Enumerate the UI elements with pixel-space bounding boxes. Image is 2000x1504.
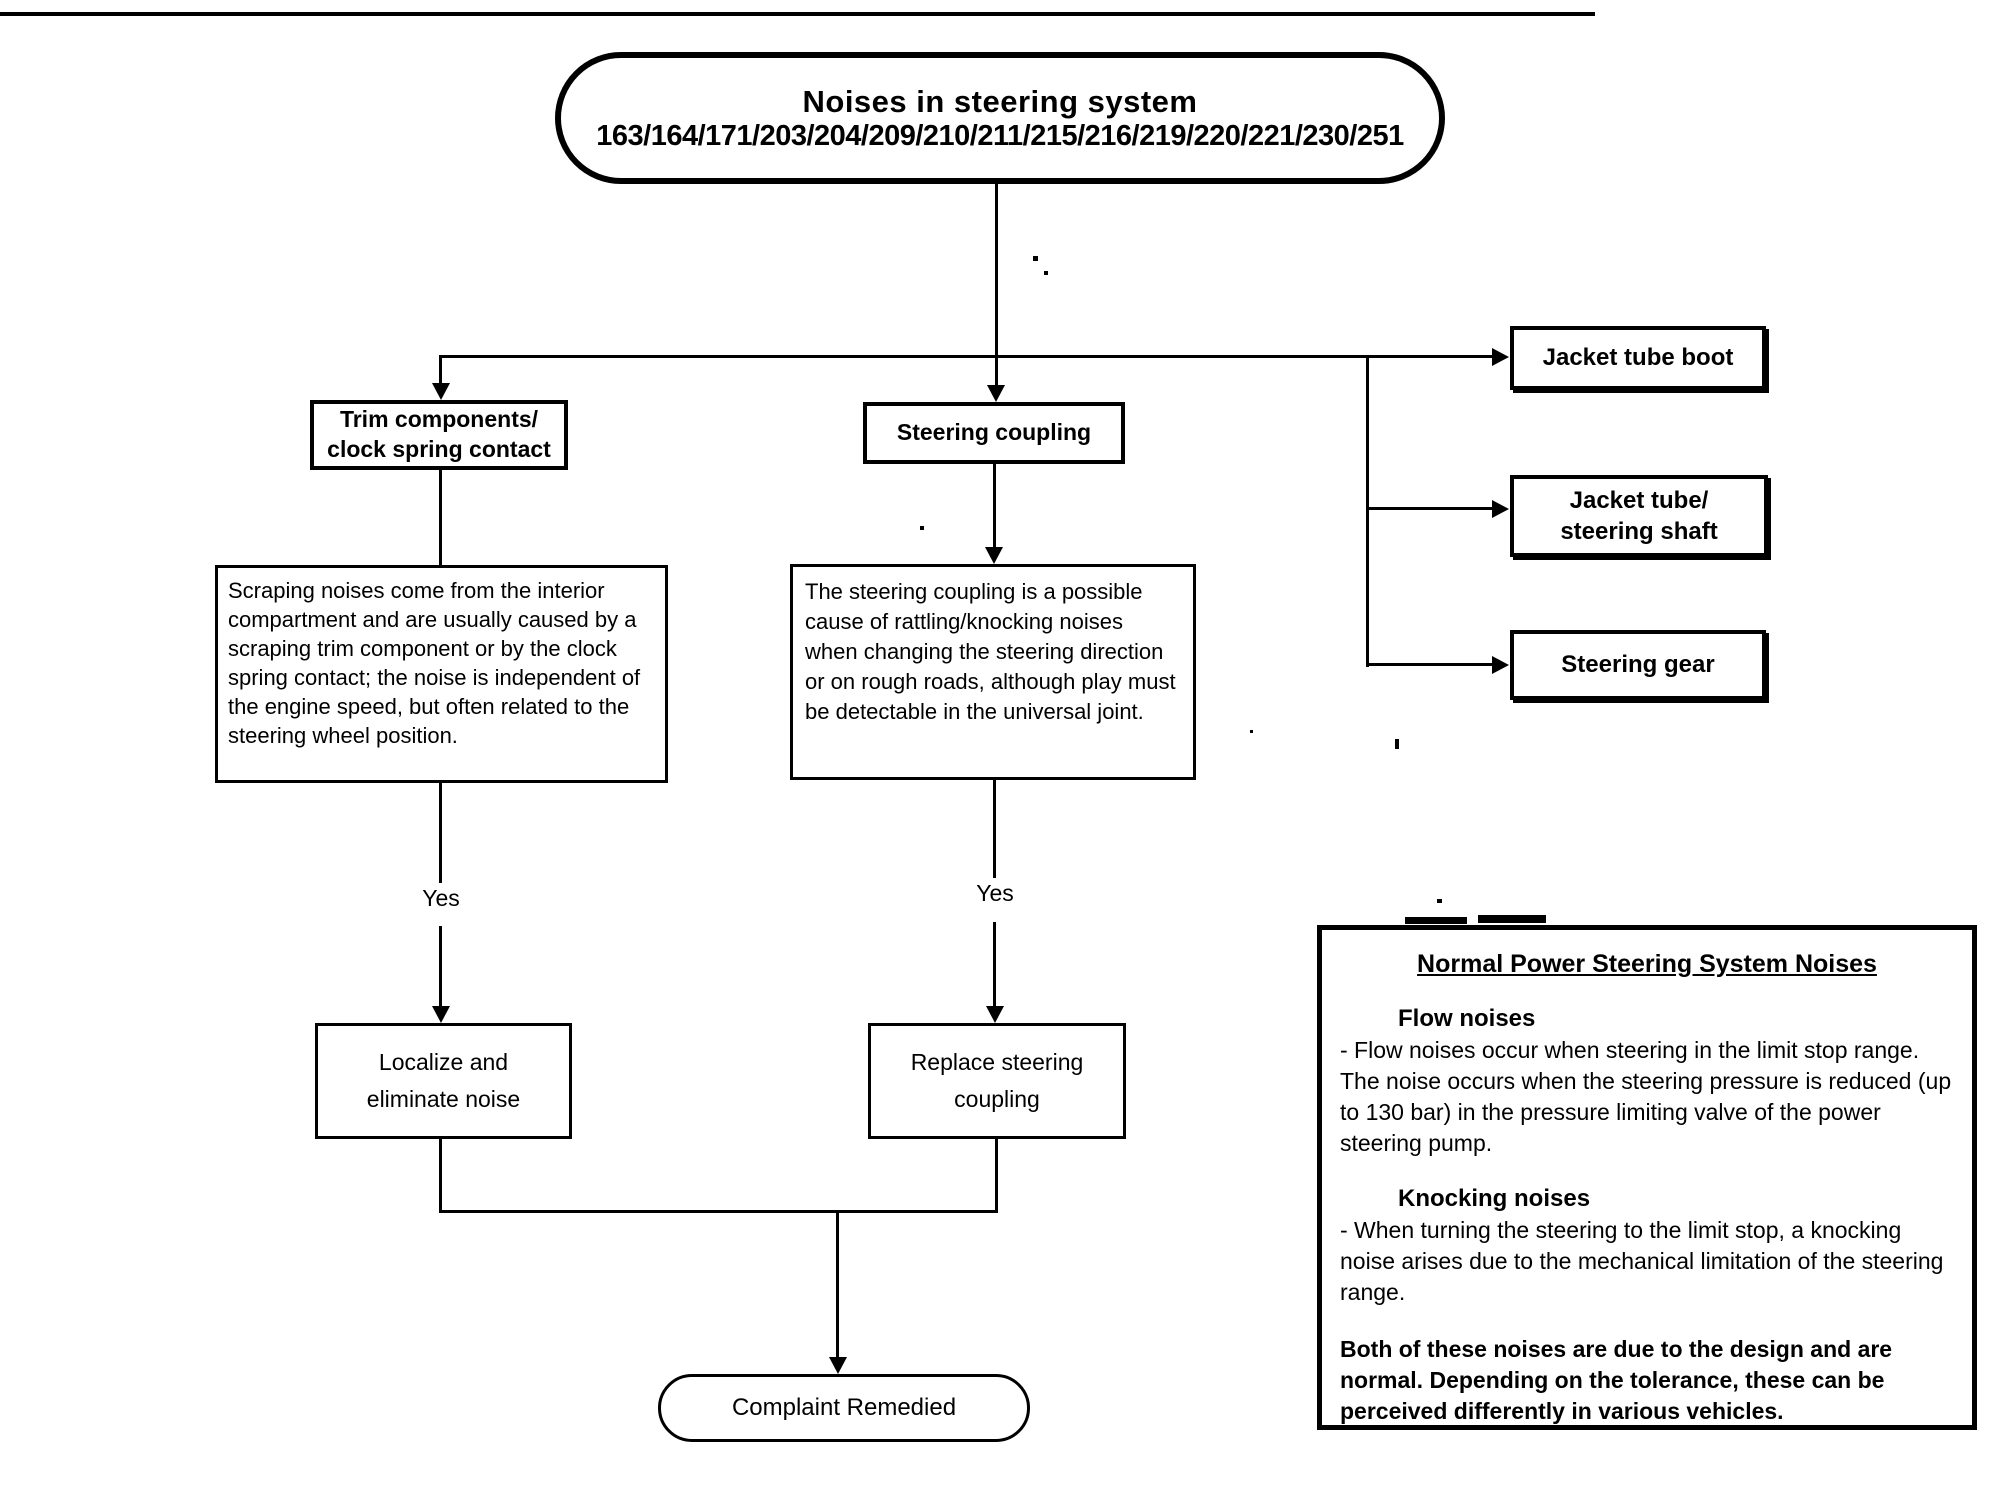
scan-artifact-dot-2 bbox=[1033, 256, 1038, 261]
start-codes: 163/164/171/203/204/209/210/211/215/216/… bbox=[596, 119, 1404, 152]
arrowhead-coupling-desc bbox=[985, 547, 1003, 564]
scan-artifact-dot-1 bbox=[1437, 899, 1442, 903]
yes-label-middle: Yes bbox=[973, 880, 1017, 907]
arrowhead-jacket-boot bbox=[1492, 348, 1509, 366]
steering-coupling-node: Steering coupling bbox=[863, 402, 1125, 464]
steering-gear-label: Steering gear bbox=[1561, 651, 1715, 679]
normal-noises-panel: Normal Power Steering System Noises Flow… bbox=[1317, 925, 1977, 1430]
yes-label-left: Yes bbox=[419, 885, 463, 912]
scan-artifact-smudge-1 bbox=[1405, 917, 1467, 924]
connector-branch-horizontal bbox=[439, 355, 1493, 358]
arrowhead-jacket-shaft bbox=[1492, 500, 1509, 518]
steering-gear-node: Steering gear bbox=[1510, 630, 1766, 700]
connector-end-down bbox=[836, 1210, 839, 1360]
knocking-noises-heading: Knocking noises bbox=[1398, 1185, 1591, 1212]
coupling-description-text: The steering coupling is a possible caus… bbox=[805, 579, 1176, 724]
connector-start-down bbox=[995, 183, 998, 388]
jacket-tube-steering-shaft-line1: Jacket tube/ bbox=[1569, 486, 1709, 514]
arrowhead-replace bbox=[986, 1006, 1004, 1023]
jacket-tube-boot-node: Jacket tube boot bbox=[1510, 326, 1766, 390]
start-title: Noises in steering system bbox=[802, 83, 1198, 119]
connector-trim-down bbox=[439, 355, 442, 388]
connector-steering-gear bbox=[1366, 663, 1494, 666]
scan-artifact-dot-4 bbox=[920, 526, 924, 530]
trim-description-text: Scraping noises come from the interior c… bbox=[228, 578, 641, 748]
jacket-tube-steering-shaft-node: Jacket tube/ steering shaft bbox=[1510, 475, 1768, 557]
jacket-tube-steering-shaft-line2: steering shaft bbox=[1560, 518, 1718, 545]
arrowhead-localize bbox=[432, 1006, 450, 1023]
connector-jacket-shaft bbox=[1366, 507, 1494, 510]
connector-localize-down bbox=[439, 1137, 442, 1213]
trim-components-label-line2: clock spring contact bbox=[327, 436, 551, 462]
arrowhead-end bbox=[829, 1357, 847, 1374]
coupling-description-box: The steering coupling is a possible caus… bbox=[790, 564, 1196, 780]
connector-trimdesc-down bbox=[439, 781, 442, 883]
scan-artifact-dot-3 bbox=[1044, 271, 1048, 275]
arrowhead-trim bbox=[432, 383, 450, 400]
connector-yesleft-down bbox=[439, 926, 442, 1009]
start-node: Noises in steering system 163/164/171/20… bbox=[555, 52, 1445, 184]
trim-description-box: Scraping noises come from the interior c… bbox=[215, 565, 668, 783]
connector-right-branch-vertical bbox=[1366, 355, 1369, 667]
steering-coupling-label: Steering coupling bbox=[896, 419, 1092, 446]
arrowhead-steering-gear bbox=[1492, 656, 1509, 674]
localize-label-line2: eliminate noise bbox=[366, 1086, 521, 1112]
flow-noises-body: - Flow noises occur when steering in the… bbox=[1340, 1037, 1952, 1156]
connector-coupling-to-desc bbox=[993, 463, 996, 550]
connector-replace-down bbox=[995, 1137, 998, 1213]
connector-yesmiddle-down bbox=[993, 922, 996, 1009]
trim-components-label-line1: Trim components/ bbox=[339, 406, 539, 433]
flow-noises-heading: Flow noises bbox=[1398, 1005, 1536, 1032]
replace-node: Replace steering coupling bbox=[868, 1023, 1126, 1139]
replace-label-line1: Replace steering bbox=[910, 1049, 1084, 1076]
knocking-noises-body: - When turning the steering to the limit… bbox=[1340, 1217, 1944, 1305]
scan-artifact-dot-6 bbox=[1250, 730, 1253, 733]
jacket-tube-boot-label: Jacket tube boot bbox=[1542, 344, 1734, 372]
end-node: Complaint Remedied bbox=[658, 1374, 1030, 1442]
scan-artifact-smudge-2 bbox=[1478, 915, 1546, 923]
localize-node: Localize and eliminate noise bbox=[315, 1023, 572, 1139]
connector-merge-horizontal bbox=[439, 1210, 998, 1213]
trim-components-node: Trim components/ clock spring contact bbox=[310, 400, 568, 470]
connector-trim-to-desc bbox=[439, 468, 442, 567]
localize-label-line1: Localize and bbox=[378, 1049, 509, 1076]
connector-couplingdesc-down bbox=[993, 778, 996, 878]
page-top-rule bbox=[0, 12, 1595, 16]
normal-noises-footer: Both of these noises are due to the desi… bbox=[1340, 1336, 1893, 1424]
normal-noises-title: Normal Power Steering System Noises bbox=[1417, 950, 1877, 978]
replace-label-line2: coupling bbox=[954, 1086, 1040, 1112]
arrowhead-coupling bbox=[987, 385, 1005, 402]
end-label: Complaint Remedied bbox=[731, 1394, 957, 1421]
scan-artifact-dot-5 bbox=[1395, 739, 1399, 749]
